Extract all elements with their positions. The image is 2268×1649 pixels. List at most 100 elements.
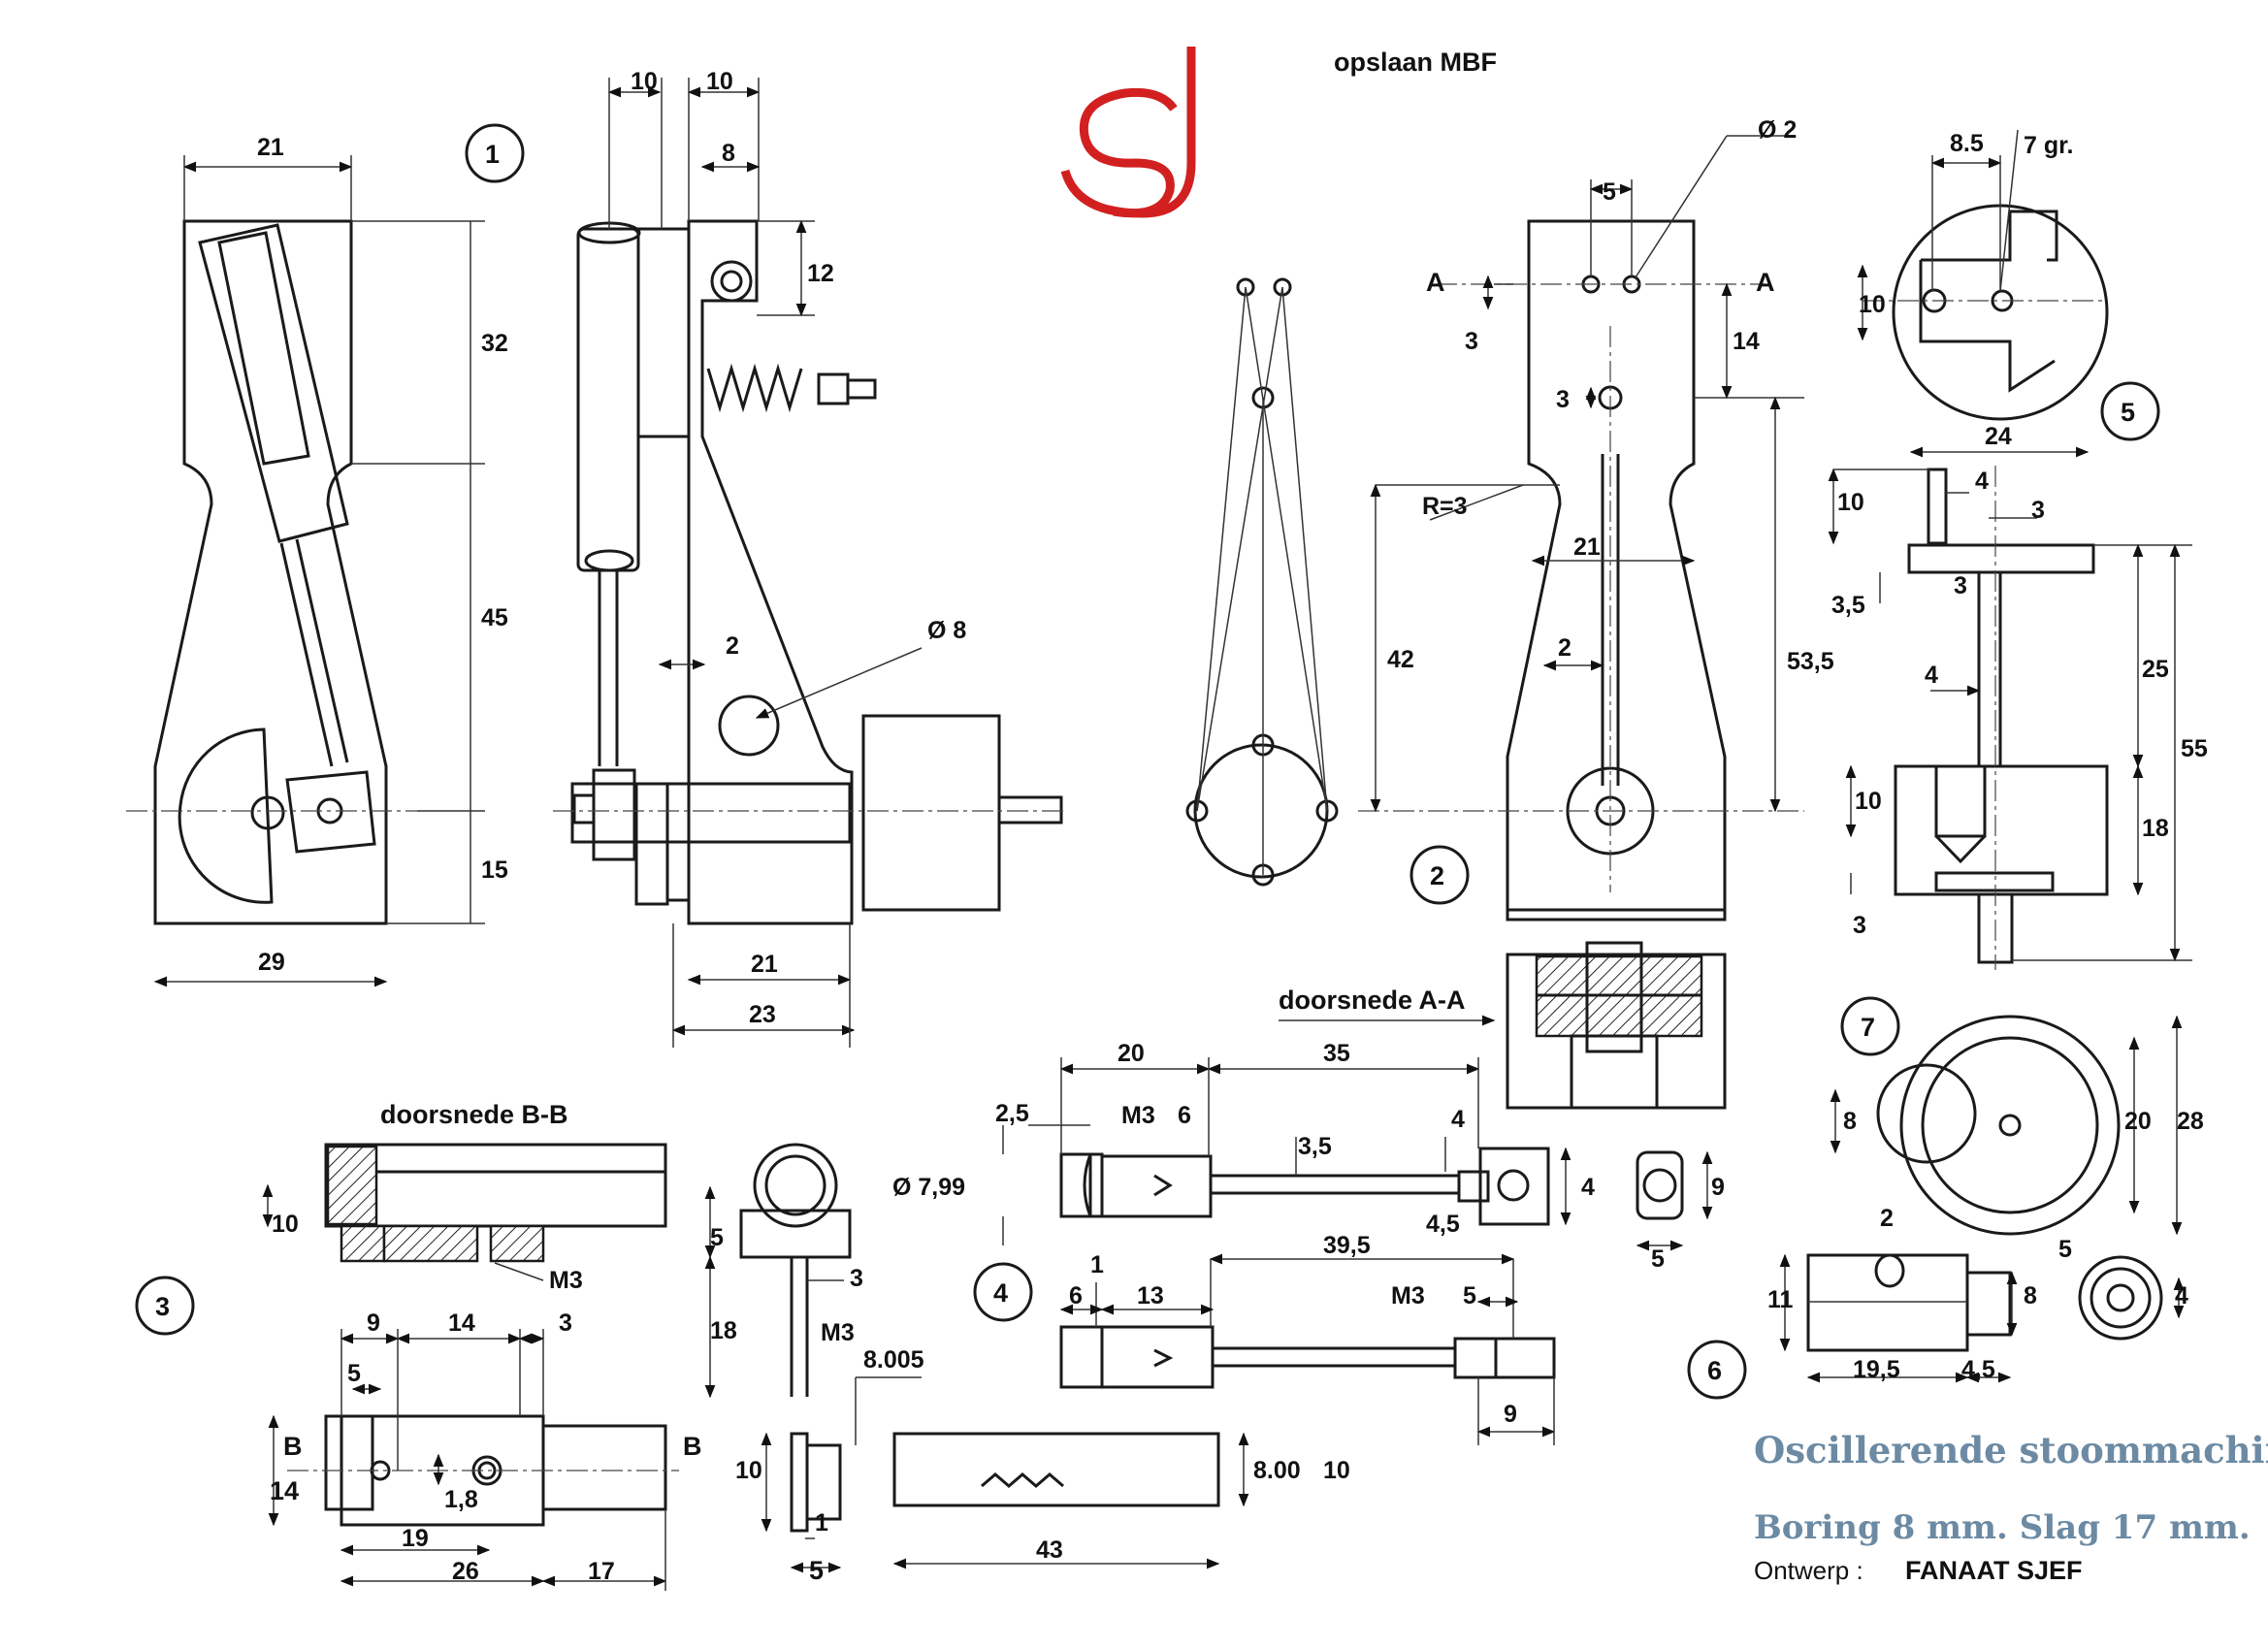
dim-label: 3,5 — [1298, 1133, 1332, 1160]
dim-label: 15 — [481, 857, 508, 884]
dim-label: 8 — [2024, 1282, 2037, 1310]
dim-label: M3 — [821, 1319, 855, 1346]
dim-label: 3 — [1556, 386, 1570, 413]
dim-label: 10 — [631, 68, 658, 95]
dim-label: 4,5 — [1426, 1211, 1460, 1238]
dim-label: 21 — [257, 134, 284, 161]
dim-label: 8.5 — [1950, 130, 1984, 157]
dim-label: 5 — [710, 1224, 724, 1251]
part-4-piston-rod — [1002, 1057, 1713, 1445]
dim-label: Ø 8 — [927, 617, 966, 644]
dim-label: 10 — [1323, 1457, 1350, 1484]
dim-label: Ø 2 — [1758, 116, 1797, 144]
dim-label: 4,5 — [1961, 1356, 1995, 1383]
section-label-aa: doorsnede A-A — [1279, 986, 1466, 1015]
stroke-construction-diagram — [1185, 277, 1339, 887]
dim-label: 8.00 — [1253, 1457, 1301, 1484]
section-marker: B — [283, 1432, 303, 1461]
part-number: 6 — [1707, 1356, 1722, 1385]
dim-label: 23 — [749, 1001, 776, 1028]
dim-label: 3 — [1853, 912, 1866, 939]
dim-label: 18 — [2142, 815, 2169, 842]
dim-label: 3 — [2031, 497, 2045, 524]
dim-label: 5 — [1463, 1282, 1476, 1310]
part-badge — [1687, 1340, 1747, 1400]
dim-label: 11 — [1767, 1286, 1794, 1313]
dim-label: 10 — [272, 1211, 299, 1238]
dim-label: 42 — [1387, 646, 1414, 673]
dim-label: 5 — [1603, 178, 1616, 206]
dim-label: 25 — [2142, 656, 2169, 683]
dim-label: 8 — [722, 140, 735, 167]
dim-label: 2,5 — [995, 1100, 1029, 1127]
section-marker: A — [1756, 268, 1775, 297]
dim-label: 6 — [1069, 1282, 1083, 1310]
dim-label: 9 — [367, 1310, 380, 1337]
part-number: 7 — [1861, 1013, 1875, 1042]
dim-label: 10 — [1859, 291, 1886, 318]
dim-label: 28 — [2177, 1108, 2204, 1135]
part-number: 2 — [1430, 861, 1444, 890]
drawing-title: Oscillerende stoommachine — [1754, 1429, 2268, 1471]
view-1-frame-front — [126, 155, 485, 987]
part-number: 4 — [993, 1278, 1008, 1308]
dim-label: 53,5 — [1787, 648, 1834, 675]
dim-label: 3 — [1954, 572, 1967, 599]
dim-label: 10 — [1855, 788, 1882, 815]
dim-label: 14 — [448, 1310, 475, 1337]
dim-label: 5 — [1651, 1245, 1665, 1273]
save-note: opslaan MBF — [1334, 48, 1497, 77]
dim-label: 18 — [710, 1317, 737, 1344]
dim-label: 6 — [1178, 1102, 1191, 1129]
part-badge — [1409, 845, 1470, 905]
dim-label: M3 — [1121, 1102, 1155, 1129]
dim-label: M3 — [549, 1267, 583, 1294]
dim-label: 35 — [1323, 1040, 1350, 1067]
dim-label: 14 — [270, 1476, 299, 1505]
dim-label: 20 — [1118, 1040, 1145, 1067]
dim-label: 10 — [1837, 489, 1864, 516]
dim-label: 13 — [1137, 1282, 1164, 1310]
dim-label: 19,5 — [1853, 1356, 1900, 1383]
section-label-bb: doorsnede B-B — [380, 1100, 568, 1129]
dim-label: 7 gr. — [2024, 132, 2073, 159]
dim-label: 10 — [735, 1457, 762, 1484]
dim-label: 3 — [1465, 328, 1478, 355]
dim-label: 1 — [1090, 1251, 1104, 1278]
dim-label: 5 — [2058, 1236, 2072, 1263]
drawing-subtitle: Boring 8 mm. Slag 17 mm. — [1754, 1508, 2251, 1547]
part-badge — [2100, 381, 2160, 441]
part-number: 1 — [485, 140, 500, 169]
dim-label: 2 — [726, 632, 739, 660]
dim-label: 17 — [588, 1558, 615, 1585]
part-badge — [465, 123, 525, 183]
dim-label: 4 — [1581, 1174, 1595, 1201]
dim-label: 3,5 — [1831, 592, 1865, 619]
dim-label: 12 — [807, 260, 834, 287]
dim-label: M3 — [1391, 1282, 1425, 1310]
dim-label: 32 — [481, 330, 508, 357]
dim-label: 14 — [1733, 328, 1760, 355]
part-2-frame-plate — [1279, 135, 1804, 1110]
dim-label: 20 — [2124, 1108, 2152, 1135]
dim-label: 26 — [452, 1558, 479, 1585]
dim-label: 1,8 — [444, 1486, 478, 1513]
section-marker: B — [683, 1432, 702, 1461]
dim-label: 45 — [481, 604, 508, 631]
dim-label: 4 — [1975, 468, 1989, 495]
design-label: Ontwerp : — [1754, 1556, 1863, 1585]
part-3-cylinder — [262, 1143, 1249, 1591]
dim-label: 1 — [815, 1509, 828, 1536]
dim-label: 8.005 — [863, 1346, 924, 1374]
dim-label: 4 — [2175, 1282, 2188, 1310]
dim-label: 43 — [1036, 1536, 1063, 1564]
part-5-valve-disc — [1828, 129, 2192, 970]
dim-label: R=3 — [1422, 493, 1468, 520]
dim-label: 21 — [751, 951, 778, 978]
dim-label: Ø 7,99 — [892, 1174, 965, 1201]
dim-label: 3 — [559, 1310, 572, 1337]
dim-label: 55 — [2181, 735, 2208, 762]
part-badge — [1840, 996, 1900, 1056]
dim-label: 4 — [1925, 662, 1938, 689]
